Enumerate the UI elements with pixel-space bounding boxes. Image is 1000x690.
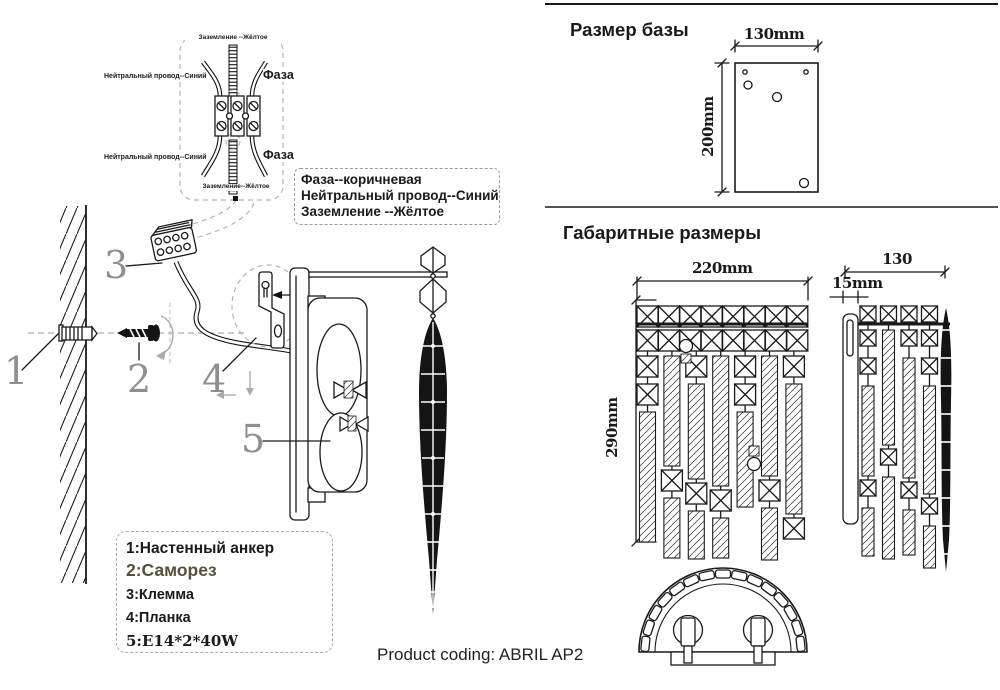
wiring-diagram-art: [179, 36, 284, 241]
part-number-2: 2: [127, 357, 152, 401]
front-width-dimension-label: 220mm: [692, 259, 753, 277]
wire-color-neutral-line: Нейтральный провод--Синий: [301, 188, 499, 203]
side-width-dimension-label: 130: [882, 250, 912, 268]
parts-list-box: 1:Настенный анкер 2:Саморез 3:Клемма 4:П…: [116, 531, 333, 653]
part-number-1: 1: [4, 349, 29, 393]
overall-dimensions-title: Габаритные размеры: [563, 222, 762, 243]
panel-divider-lines: [545, 3, 998, 208]
parts-list-item-5: 5:E14*2*40W: [126, 632, 239, 650]
lamp-side-assembly-art: [289, 267, 448, 521]
crystal-pendant-art: [419, 246, 447, 614]
front-height-dimension-label: 290mm: [603, 397, 622, 458]
parts-list-item-3: 3:Клемма: [126, 587, 194, 603]
leader-lines: [21, 262, 331, 442]
base-width-dimension-label: 130mm: [743, 25, 805, 43]
wire-color-phase-line: Фаза--коричневая: [301, 172, 422, 187]
base-size-title: Размер базы: [570, 19, 689, 40]
wiring-ground-top-label: Заземление --Жёлтое: [185, 34, 281, 42]
wire-color-ground-line: Заземление --Жёлтое: [301, 204, 445, 219]
wall-and-fasteners-art: [28, 205, 247, 584]
bottom-view-drawing: [638, 567, 808, 666]
product-coding-text: Product coding: ABRIL AP2: [377, 645, 584, 664]
terminal-block-art: [150, 219, 292, 354]
wiring-ground-bottom-label: Заземление--Жёлтое: [197, 183, 275, 191]
front-view-drawing: [631, 276, 813, 561]
part-number-4: 4: [202, 357, 227, 401]
base-plate-drawing: [714, 39, 823, 197]
parts-list-item-2: 2:Саморез: [126, 560, 217, 580]
part-number-5: 5: [241, 417, 266, 461]
part-number-3: 3: [104, 243, 129, 287]
parts-list-item-4: 4:Планка: [126, 610, 191, 626]
side-depth-dimension-label: 15mm: [832, 274, 883, 292]
wiring-neutral-bottom-label: Нейтральный провод--Синий: [103, 154, 208, 162]
wire-color-legend-box: Фаза--коричневая Нейтральный провод--Син…: [294, 168, 500, 225]
parts-list-item-1: 1:Настенный анкер: [126, 540, 275, 557]
wiring-neutral-top-label: Нейтральный провод--Синий: [103, 73, 208, 81]
side-view-drawing: [829, 265, 952, 572]
wiring-phase-bottom-label: Фаза: [263, 148, 294, 163]
base-height-dimension-label: 200mm: [699, 96, 718, 157]
wiring-phase-top-label: Фаза: [263, 68, 294, 83]
